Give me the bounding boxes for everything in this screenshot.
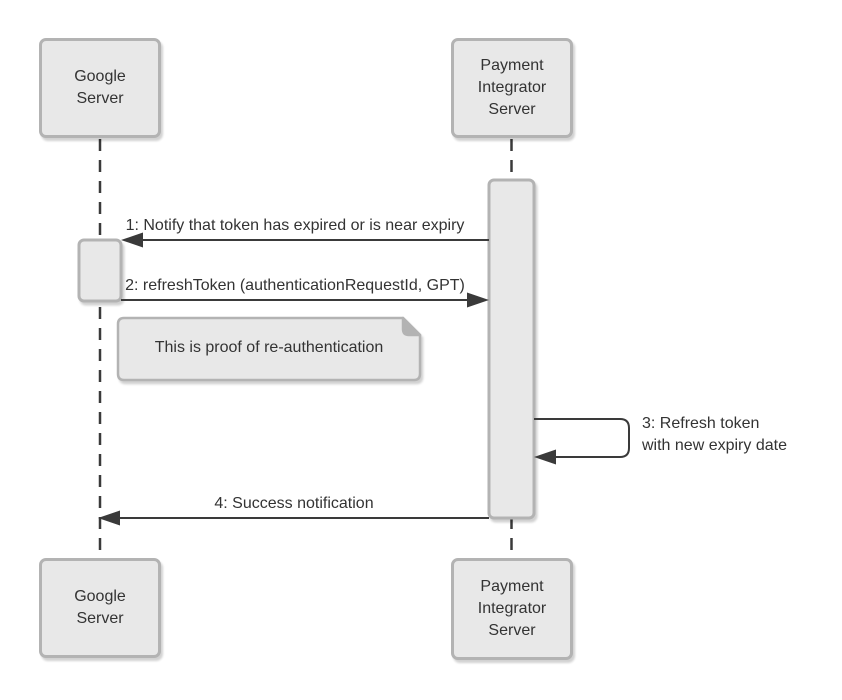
actor-payment-integrator-server-top: Payment Integrator Server bbox=[451, 38, 573, 138]
message-1-arrowhead-left bbox=[121, 232, 143, 248]
message-1-label: 1: Notify that token has expired or is n… bbox=[125, 217, 465, 234]
message-2-arrowhead-right bbox=[467, 292, 489, 308]
message-3-arrowhead-left bbox=[534, 449, 556, 465]
message-4-arrowhead-left bbox=[98, 510, 120, 526]
message-2-label: 2: refreshToken (authenticationRequestId… bbox=[125, 277, 465, 294]
message-3-self-loop bbox=[534, 418, 630, 458]
note-fold-corner bbox=[401, 316, 422, 337]
actor-google-server-bottom: Google Server bbox=[39, 558, 161, 658]
note-label: This is proof of re-authentication bbox=[154, 339, 384, 356]
message-4-label: 4: Success notification bbox=[214, 495, 374, 512]
actor-google-server-top: Google Server bbox=[39, 38, 161, 138]
actor-payment-integrator-server-bottom: Payment Integrator Server bbox=[451, 558, 573, 660]
activation-bar-google-server bbox=[77, 238, 123, 303]
activation-bar-payment-integrator-server bbox=[487, 178, 536, 520]
note-shape bbox=[116, 316, 422, 382]
message-3-label: 3: Refresh token with new expiry date bbox=[642, 415, 787, 454]
